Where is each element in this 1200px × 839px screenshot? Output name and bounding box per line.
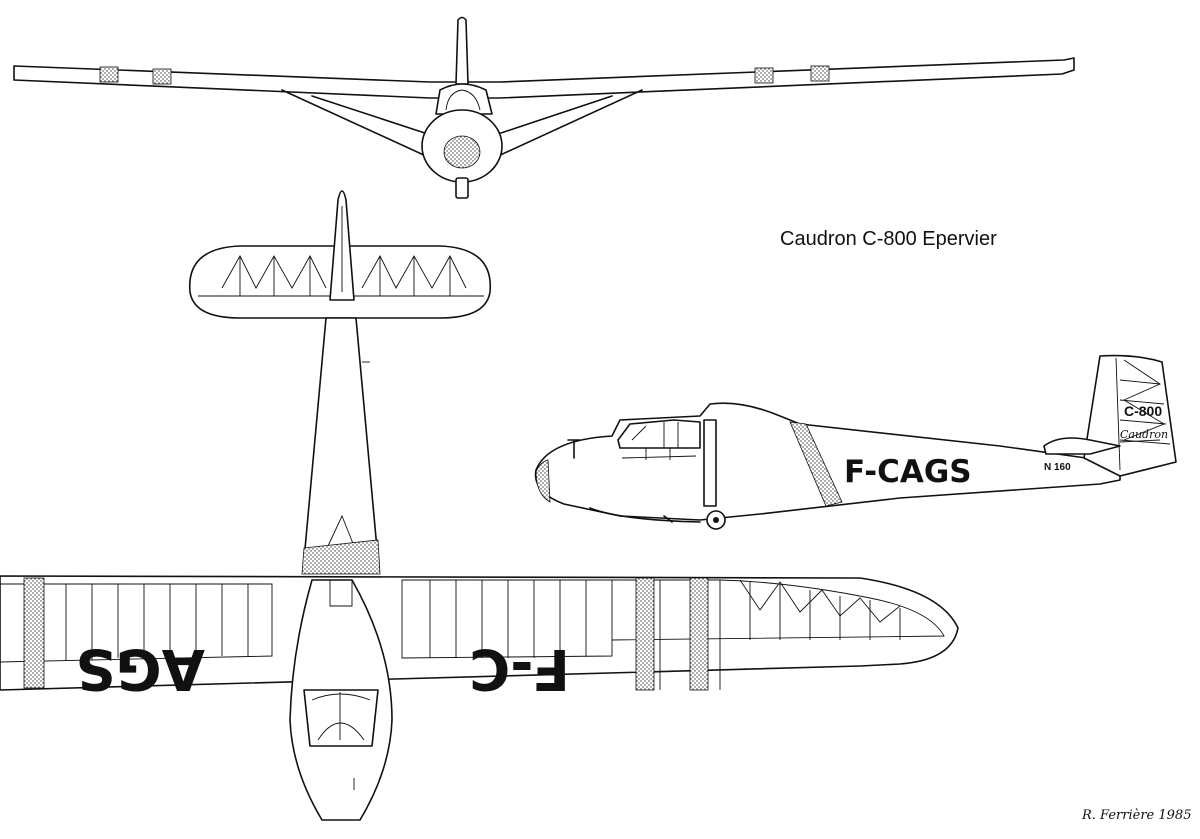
side-wing-root <box>703 419 717 507</box>
artist-signature: R. Ferrière 1985 <box>1082 808 1192 823</box>
side-canopy <box>617 419 701 449</box>
wing-right-text: F-C <box>469 636 570 701</box>
wing-left-text: AGS <box>75 636 205 701</box>
front-wing <box>13 57 1075 99</box>
top-view: AGS F-C <box>0 190 959 821</box>
wing-left-text-group: AGS <box>75 636 205 701</box>
serial-number: N 160 <box>1044 462 1071 473</box>
fin-brand-label: Caudron <box>1120 428 1168 441</box>
front-canopy <box>435 83 493 115</box>
top-wing <box>0 575 959 691</box>
front-view <box>13 16 1075 199</box>
top-canopy <box>303 689 379 747</box>
side-tailplane <box>1043 437 1121 455</box>
side-registration: F-CAGS <box>844 454 972 490</box>
front-skid <box>455 177 469 199</box>
side-view: F-CAGS N 160 C-800 Caudron <box>534 354 1177 530</box>
page-title: Caudron C-800 Epervier <box>780 228 997 250</box>
top-fuselage-rear <box>303 317 379 561</box>
front-fin <box>455 16 469 85</box>
fin-type-label: C-800 <box>1124 403 1162 419</box>
wing-right-text-group: F-C <box>469 636 570 701</box>
